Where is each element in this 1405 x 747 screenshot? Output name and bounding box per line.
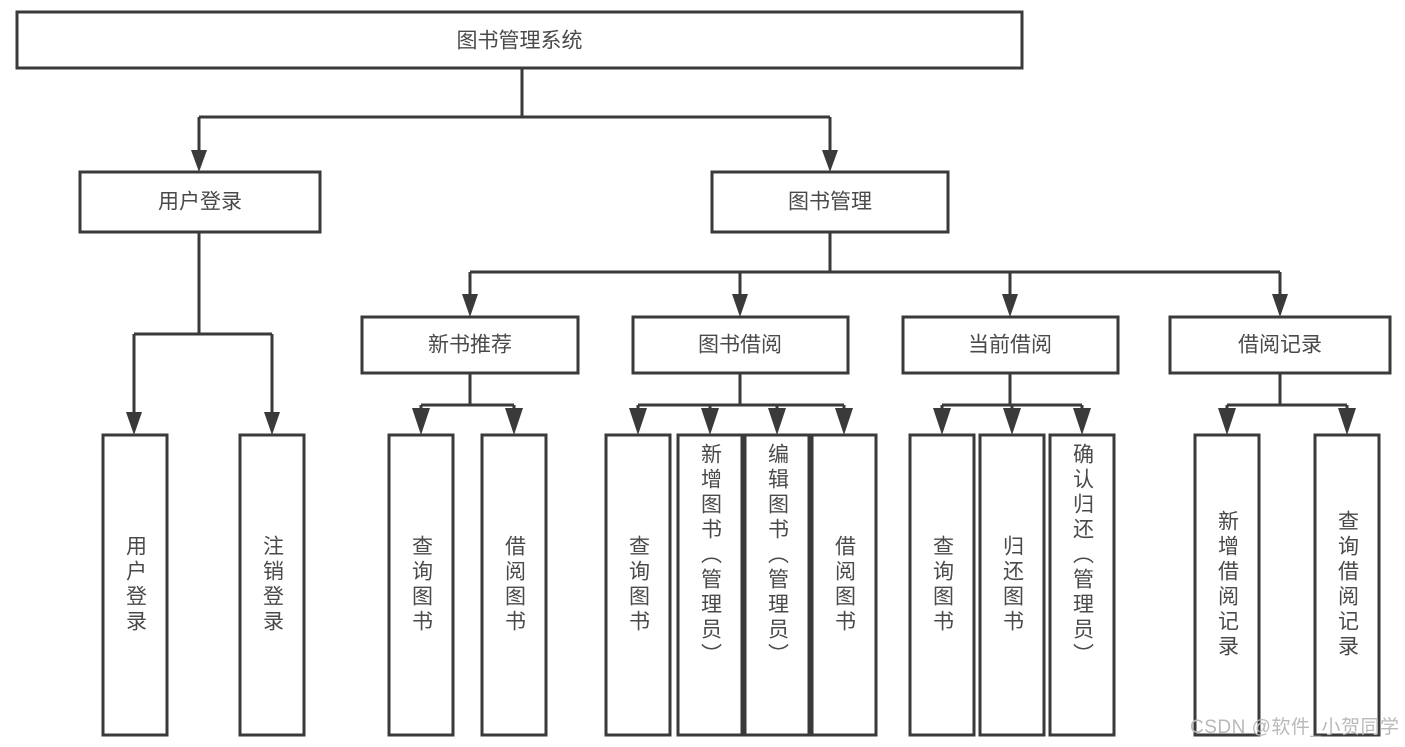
arrow-to-br-add-record [1218,408,1236,435]
arrow-to-new-book-rec [462,294,478,317]
node-user-login[interactable] [78,170,322,234]
node-cb-confirm-ret[interactable] [1048,433,1116,737]
csdn-watermark: CSDN @软件_小贺同学 [1190,717,1400,738]
arrow-to-nbr-query-book [412,408,430,435]
arrow-to-user-logout [264,412,280,435]
node-br-add-record[interactable] [1193,433,1261,737]
node-borrow-record-label: 借阅记录 [1238,334,1322,357]
node-book-borrow-label: 图书借阅 [698,334,782,357]
node-layer: 图书管理系统 用户登录 图书管理 新书推荐 图书借阅 当前借阅 借阅记录 [15,10,1392,737]
node-nbr-borrow-book[interactable] [480,433,548,737]
node-book-borrow[interactable] [631,315,850,375]
node-br-query-record[interactable] [1313,433,1381,737]
arrow-to-book-borrow [732,294,748,317]
node-bb-edit-book[interactable] [743,433,811,737]
node-cb-query-book[interactable] [908,433,976,737]
node-nbr-query-book[interactable] [387,433,455,737]
node-root[interactable] [15,10,1024,70]
arrow-to-user-login-do [126,412,142,435]
node-new-book-rec-label: 新书推荐 [428,334,512,357]
node-book-manage[interactable] [710,170,950,234]
connector-layer [126,68,1356,435]
arrow-to-cb-confirm-ret [1073,408,1091,435]
arrow-to-borrow-record [1272,294,1288,317]
node-root-label: 图书管理系统 [457,30,583,53]
arrow-to-bb-query-book [629,408,647,435]
arrow-to-nbr-borrow-book [505,408,523,435]
node-user-login-do[interactable] [101,433,169,737]
node-book-manage-label: 图书管理 [788,191,872,214]
arrow-to-cb-return-book [1003,408,1021,435]
arrow-to-user-login [191,150,207,172]
node-bb-add-book[interactable] [676,433,744,737]
arrow-to-br-query-record [1338,408,1356,435]
node-user-login-label: 用户登录 [158,191,242,214]
node-borrow-record[interactable] [1168,315,1392,375]
arrow-to-book-manage [822,150,838,172]
node-current-borrow-label: 当前借阅 [968,334,1052,357]
arrow-to-bb-edit-book [768,408,786,435]
node-bb-borrow-book[interactable] [810,433,878,737]
node-cb-return-book[interactable] [978,433,1046,737]
node-new-book-rec[interactable] [360,315,580,375]
node-user-logout[interactable] [238,433,306,737]
arrow-to-cb-query-book [933,408,951,435]
arrow-to-bb-borrow-book [835,408,853,435]
arrow-to-current-borrow [1002,294,1018,317]
node-current-borrow[interactable] [901,315,1120,375]
arrow-to-bb-add-book [701,408,719,435]
node-bb-query-book[interactable] [604,433,672,737]
